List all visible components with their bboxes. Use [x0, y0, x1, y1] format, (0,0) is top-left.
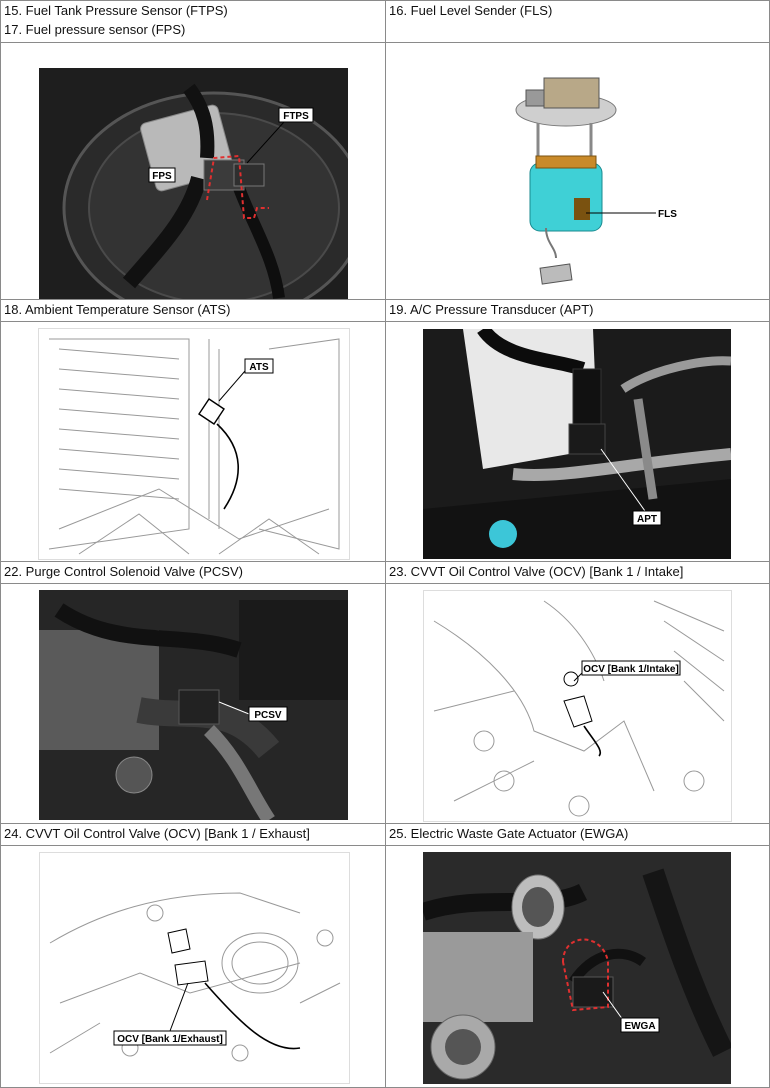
caption-ewga: 25. Electric Waste Gate Actuator (EWGA) — [389, 826, 629, 841]
ats-diagram: ATS — [48, 338, 340, 555]
ocv-exhaust-diagram: OCV [Bank 1/Exhaust] — [49, 892, 341, 1062]
fuel-level-sender-illustration: FLS — [486, 68, 706, 299]
caption-ocv-exhaust: 24. CVVT Oil Control Valve (OCV) [Bank 1… — [4, 826, 310, 841]
apt-photo: APT — [423, 329, 731, 559]
fuel-tank-photo: FTPS FPS — [39, 68, 348, 299]
apt-illustration: APT — [423, 329, 731, 559]
ats-line-drawing: ATS — [38, 328, 350, 560]
caption-apt: 19. A/C Pressure Transducer (APT) — [389, 302, 594, 317]
label-fps: FPS — [152, 171, 172, 182]
fls-diagram: FLS — [515, 77, 677, 285]
caption-ats: 18. Ambient Temperature Sensor (ATS) — [4, 302, 231, 317]
ocv-intake-line-drawing: OCV [Bank 1/Intake] — [423, 590, 732, 822]
column-divider — [385, 0, 386, 1088]
caption-ftps: 15. Fuel Tank Pressure Sensor (FTPS) — [4, 3, 228, 18]
caption-pcsv: 22. Purge Control Solenoid Valve (PCSV) — [4, 564, 243, 579]
ocv-intake-diagram: OCV [Bank 1/Intake] — [433, 600, 725, 817]
ewga-photo: EWGA — [423, 852, 731, 1084]
caption-fps: 17. Fuel pressure sensor (FPS) — [4, 22, 186, 37]
caption-ocv-intake: 23. CVVT Oil Control Valve (OCV) [Bank 1… — [389, 564, 684, 579]
pcsv-photo: PCSV — [39, 590, 348, 820]
label-ats: ATS — [249, 362, 269, 373]
label-ocv-intake: OCV [Bank 1/Intake] — [583, 664, 679, 675]
caption-fls: 16. Fuel Level Sender (FLS) — [389, 3, 553, 18]
label-fls: FLS — [658, 209, 677, 220]
label-ewga: EWGA — [624, 1021, 655, 1032]
label-pcsv: PCSV — [254, 710, 282, 721]
label-ftps: FTPS — [283, 111, 309, 122]
ocv-exhaust-line-drawing: OCV [Bank 1/Exhaust] — [39, 852, 350, 1084]
label-ocv-exhaust: OCV [Bank 1/Exhaust] — [117, 1034, 223, 1045]
pcsv-illustration: PCSV — [39, 590, 348, 820]
label-apt: APT — [637, 514, 657, 525]
fuel-tank-illustration: FTPS FPS — [39, 68, 348, 299]
ewga-illustration: EWGA — [423, 852, 731, 1084]
table-border-left — [0, 0, 1, 1088]
